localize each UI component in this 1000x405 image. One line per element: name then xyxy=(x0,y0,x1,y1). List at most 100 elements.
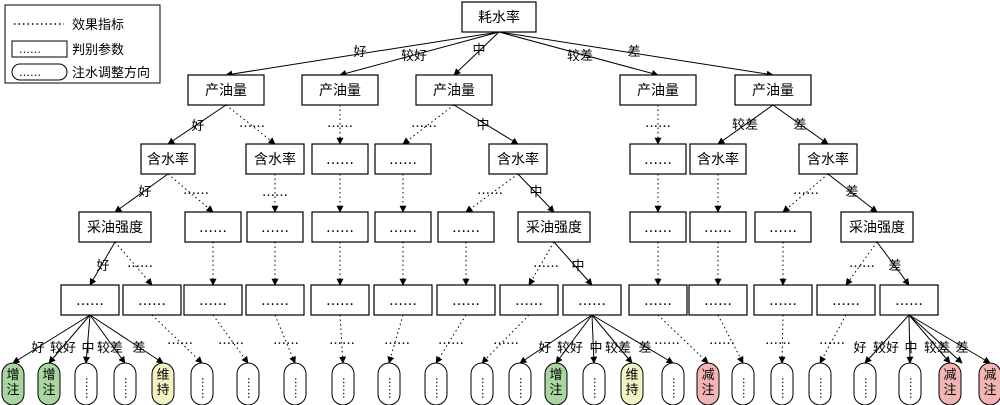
direction-pill-8: …… xyxy=(331,362,355,405)
direction-pill-3: …… xyxy=(113,362,137,405)
pill-dots: …… xyxy=(862,377,875,399)
direction-pill-14: …… xyxy=(582,362,606,405)
node-box-29: …… xyxy=(310,284,370,316)
edge-5 xyxy=(167,104,227,145)
direction-pill-12: …… xyxy=(508,362,532,405)
pill-dots: …… xyxy=(479,377,492,399)
pill-char: 注 xyxy=(943,383,956,398)
node-box-30: …… xyxy=(373,284,433,316)
edge-31 xyxy=(528,241,555,286)
edge-label-47: 好 xyxy=(853,341,866,356)
direction-pill-13: 增注 xyxy=(544,362,568,405)
edge-label-30: 差 xyxy=(132,341,145,356)
edge-24 xyxy=(89,241,116,286)
direction-pill-6: …… xyxy=(236,362,260,405)
edge-39 xyxy=(48,314,91,364)
legend-label-effect: 效果指标 xyxy=(72,18,124,33)
edge-1 xyxy=(339,31,500,77)
node-text: …… xyxy=(644,220,672,236)
edge-label-27: 较好 xyxy=(50,341,76,356)
node-box-31: …… xyxy=(436,284,496,316)
node-box-32: …… xyxy=(499,284,559,316)
direction-pill-16: …… xyxy=(661,362,685,405)
edge-47 xyxy=(387,314,404,364)
node-text: …… xyxy=(76,293,104,309)
node-box-37: …… xyxy=(816,284,876,316)
pill-dots: …… xyxy=(122,377,135,399)
pill-char: 持 xyxy=(625,383,638,398)
node-box-27: …… xyxy=(183,284,243,316)
pill-char: 持 xyxy=(156,383,169,398)
edge-61 xyxy=(908,314,951,364)
direction-pill-21: …… xyxy=(853,362,877,405)
edge-63 xyxy=(908,314,963,364)
node-text: …… xyxy=(389,293,417,309)
node-text: 含水率 xyxy=(497,151,539,168)
edge-label-35: …… xyxy=(384,333,410,348)
edge-13 xyxy=(114,173,169,213)
edge-0 xyxy=(225,31,500,78)
node-box-9: …… xyxy=(374,143,432,175)
edge-label-23: 中 xyxy=(571,259,584,274)
edge-62 xyxy=(908,314,991,364)
legend-pill-swatch-dots: …… xyxy=(19,66,41,79)
node-box-35: …… xyxy=(688,284,748,316)
edge-label-3: 较差 xyxy=(567,49,593,64)
edge-label-12: 差 xyxy=(793,118,806,133)
node-text: …… xyxy=(644,293,672,309)
edge-label-7: …… xyxy=(327,116,353,131)
node-box-26: …… xyxy=(122,284,182,316)
edge-32 xyxy=(553,241,593,286)
edge-52 xyxy=(590,314,598,364)
node-text: …… xyxy=(389,220,417,236)
node-box-16: …… xyxy=(246,211,304,243)
node-box-20: 采油强度 xyxy=(517,211,591,243)
edge-label-32: …… xyxy=(218,333,244,348)
direction-pill-22: …… xyxy=(898,362,922,405)
legend-rect-swatch xyxy=(11,40,68,58)
node-text: 采油强度 xyxy=(526,220,582,236)
node-text: 产油量 xyxy=(205,83,247,99)
pill-char: 增 xyxy=(42,368,55,383)
node-box-5: 产油量 xyxy=(734,74,812,106)
edge-58 xyxy=(819,314,847,364)
edge-label-45: …… xyxy=(765,333,791,348)
pill-char: 注 xyxy=(701,383,714,398)
node-box-28: …… xyxy=(245,284,305,316)
node-text: …… xyxy=(769,293,797,309)
edge-label-39: 较好 xyxy=(557,341,583,356)
node-text: 产油量 xyxy=(637,83,679,99)
edge-41 xyxy=(89,314,126,364)
edge-label-2: 中 xyxy=(472,43,485,58)
edge-label-8: …… xyxy=(411,116,437,131)
pill-char: 增 xyxy=(549,368,562,383)
direction-pill-11: …… xyxy=(470,362,494,405)
edge-label-6: …… xyxy=(239,116,265,131)
direction-pill-7: …… xyxy=(283,362,307,405)
pill-dots: …… xyxy=(670,377,683,399)
edge-label-17: 中 xyxy=(529,185,542,200)
edge-3 xyxy=(498,31,659,77)
pill-char: 增 xyxy=(6,368,19,383)
pill-char: 注 xyxy=(42,383,55,398)
direction-pill-4: 维持 xyxy=(151,362,175,405)
edge-label-0: 好 xyxy=(353,45,366,60)
node-box-10: 含水率 xyxy=(488,143,548,175)
edge-label-41: 较差 xyxy=(605,341,631,356)
direction-pill-2: …… xyxy=(74,362,98,405)
node-box-1: 产油量 xyxy=(187,74,265,106)
direction-pill-24: 减注 xyxy=(978,362,1000,405)
edge-label-34: …… xyxy=(329,333,355,348)
edge-48 xyxy=(435,314,467,364)
pill-dots: …… xyxy=(817,377,830,399)
direction-pill-20: …… xyxy=(808,362,832,405)
direction-pill-0: 增注 xyxy=(1,362,25,405)
node-text: 含水率 xyxy=(254,151,296,168)
node-box-18: …… xyxy=(374,211,432,243)
pill-dots: …… xyxy=(433,377,446,399)
node-box-22: …… xyxy=(689,211,747,243)
node-text: …… xyxy=(138,293,166,309)
node-text: …… xyxy=(326,293,354,309)
edge-label-15: …… xyxy=(262,185,288,200)
node-text: 产油量 xyxy=(752,83,794,99)
